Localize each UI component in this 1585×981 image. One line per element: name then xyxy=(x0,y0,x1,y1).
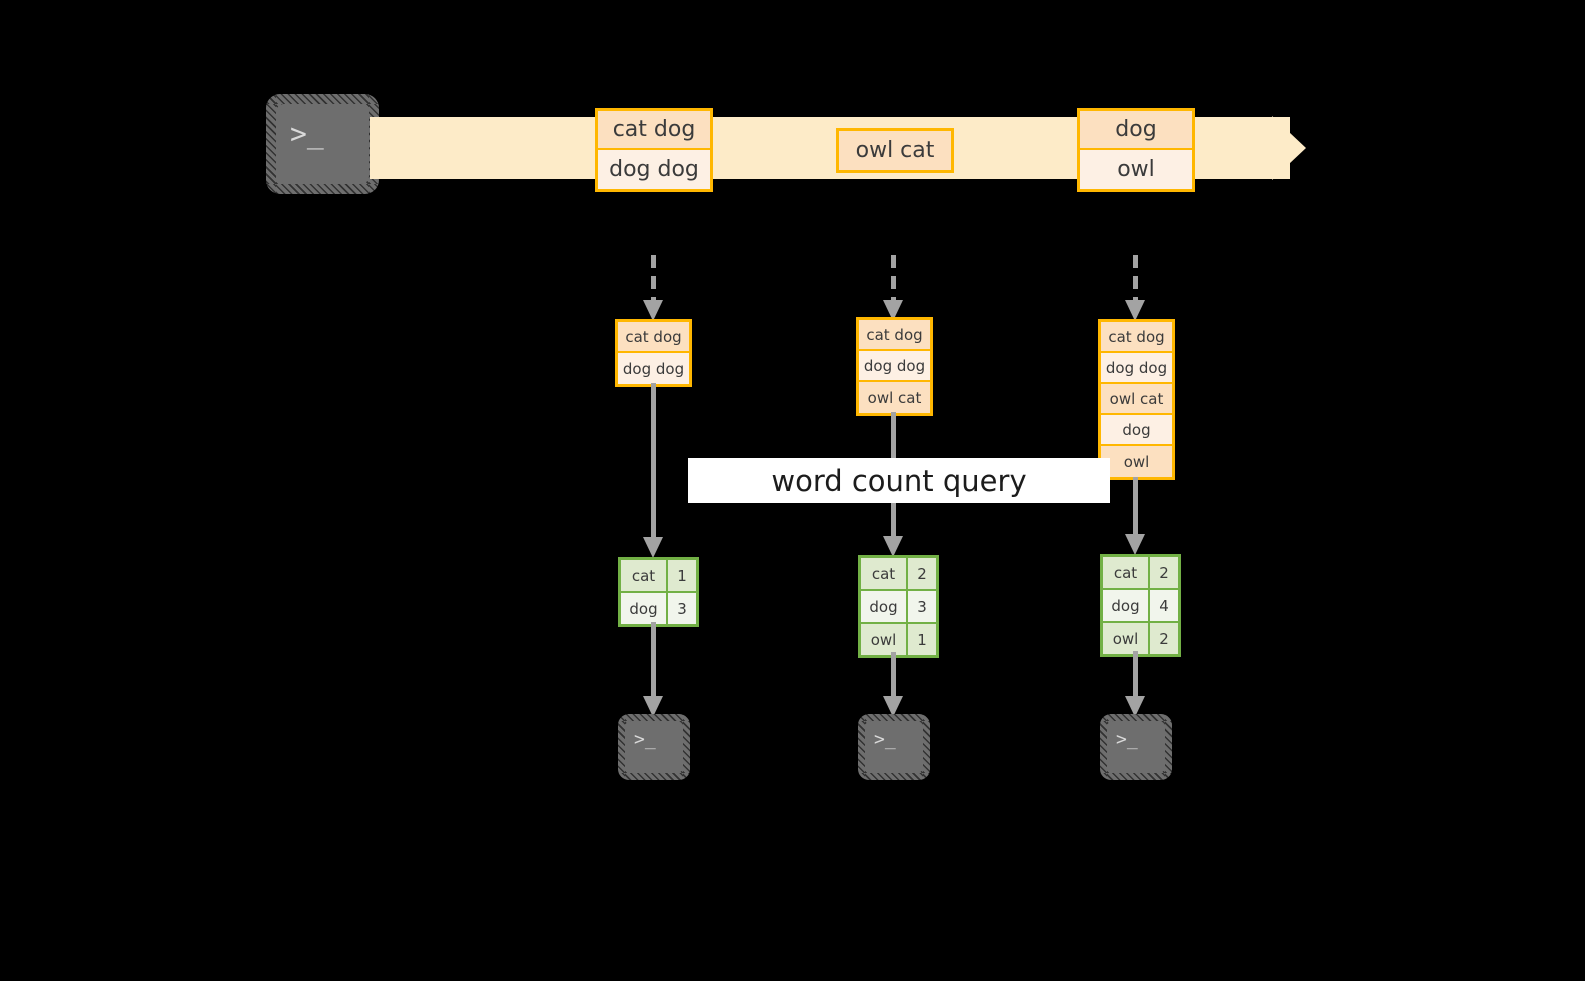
state-row: dog xyxy=(1101,415,1172,446)
connector-arrowhead xyxy=(643,300,663,321)
connector-shaft xyxy=(1133,651,1138,696)
state-row: dog dog xyxy=(1101,353,1172,384)
stream-message-cell: cat dog xyxy=(598,111,710,150)
word-count-result-table[interactable]: cat 2 dog 3 owl 1 xyxy=(858,555,939,658)
state-row: cat dog xyxy=(618,322,689,353)
state-row: owl cat xyxy=(859,382,930,413)
connector-shaft xyxy=(1133,477,1138,534)
table-row: owl 2 xyxy=(1103,623,1178,654)
word-cell: dog xyxy=(621,593,668,624)
stream-to-state-connector xyxy=(643,255,663,321)
terminal-screen xyxy=(625,721,683,773)
table-row: owl 1 xyxy=(861,624,936,655)
stream-message-cell: dog xyxy=(1080,111,1192,150)
event-stream-arrowhead xyxy=(1272,116,1306,180)
count-cell: 3 xyxy=(908,591,936,622)
terminal-prompt-glyph: >_ xyxy=(1116,729,1138,750)
terminal-screen xyxy=(1107,721,1165,773)
connector-arrowhead xyxy=(643,537,663,558)
state-row: cat dog xyxy=(1101,322,1172,353)
word-count-result-table[interactable]: cat 2 dog 4 owl 2 xyxy=(1100,554,1181,657)
connector-arrowhead xyxy=(1125,696,1145,717)
source-terminal-icon[interactable]: >_ xyxy=(266,94,379,194)
terminal-screen xyxy=(865,721,923,773)
table-row: dog 4 xyxy=(1103,590,1178,623)
word-cell: owl xyxy=(1103,623,1150,654)
table-row: dog 3 xyxy=(861,591,936,624)
word-cell: dog xyxy=(861,591,908,622)
state-row: dog dog xyxy=(859,351,930,382)
table-row: cat 2 xyxy=(1103,557,1178,590)
count-cell: 2 xyxy=(908,558,936,589)
connector-shaft xyxy=(651,383,656,537)
state-to-result-connector xyxy=(643,383,663,558)
connector-arrowhead xyxy=(1125,300,1145,321)
terminal-prompt-glyph: >_ xyxy=(874,729,896,750)
state-row: dog dog xyxy=(618,353,689,384)
stream-message-cell: dog dog xyxy=(598,150,710,189)
terminal-screen xyxy=(276,104,369,184)
connector-shaft xyxy=(651,622,656,696)
stream-message[interactable]: dog owl xyxy=(1077,108,1195,192)
count-cell: 1 xyxy=(908,624,936,655)
state-snapshot[interactable]: cat dog dog dog owl cat dog owl xyxy=(1098,319,1175,480)
state-snapshot[interactable]: cat dog dog dog owl cat xyxy=(856,317,933,416)
connector-arrowhead xyxy=(643,696,663,717)
result-to-sink-connector xyxy=(883,652,903,717)
connector-arrowhead xyxy=(883,536,903,557)
stream-to-state-connector xyxy=(883,255,903,321)
word-cell: owl xyxy=(861,624,908,655)
stream-message-cell: owl cat xyxy=(839,131,951,170)
connector-shaft xyxy=(891,652,896,696)
count-cell: 2 xyxy=(1150,557,1178,588)
connector-arrowhead xyxy=(883,696,903,717)
result-to-sink-connector xyxy=(643,622,663,717)
count-cell: 1 xyxy=(668,560,696,591)
table-row: cat 2 xyxy=(861,558,936,591)
state-to-result-connector xyxy=(1125,477,1145,555)
connector-arrowhead xyxy=(1125,534,1145,555)
count-cell: 4 xyxy=(1150,590,1178,621)
sink-terminal-icon[interactable]: >_ xyxy=(1100,714,1172,780)
word-cell: cat xyxy=(861,558,908,589)
stream-to-state-connector xyxy=(1125,255,1145,321)
state-snapshot[interactable]: cat dog dog dog xyxy=(615,319,692,387)
connector-shaft xyxy=(891,255,896,300)
stream-message-cell: owl xyxy=(1080,150,1192,189)
count-cell: 3 xyxy=(668,593,696,624)
word-count-result-table[interactable]: cat 1 dog 3 xyxy=(618,557,699,627)
table-row: cat 1 xyxy=(621,560,696,593)
connector-arrowhead xyxy=(883,300,903,321)
stream-message[interactable]: owl cat xyxy=(836,128,954,173)
result-to-sink-connector xyxy=(1125,651,1145,717)
count-cell: 2 xyxy=(1150,623,1178,654)
sink-terminal-icon[interactable]: >_ xyxy=(618,714,690,780)
word-cell: cat xyxy=(1103,557,1150,588)
connector-shaft xyxy=(1133,255,1138,300)
state-row: owl xyxy=(1101,446,1172,477)
word-cell: dog xyxy=(1103,590,1150,621)
connector-shaft xyxy=(651,255,656,300)
terminal-prompt-glyph: >_ xyxy=(634,729,656,750)
table-row: dog 3 xyxy=(621,593,696,624)
word-count-query-label: word count query xyxy=(688,458,1110,503)
stream-message[interactable]: cat dog dog dog xyxy=(595,108,713,192)
sink-terminal-icon[interactable]: >_ xyxy=(858,714,930,780)
word-cell: cat xyxy=(621,560,668,591)
state-row: cat dog xyxy=(859,320,930,351)
terminal-prompt-glyph: >_ xyxy=(290,117,324,150)
state-row: owl cat xyxy=(1101,384,1172,415)
